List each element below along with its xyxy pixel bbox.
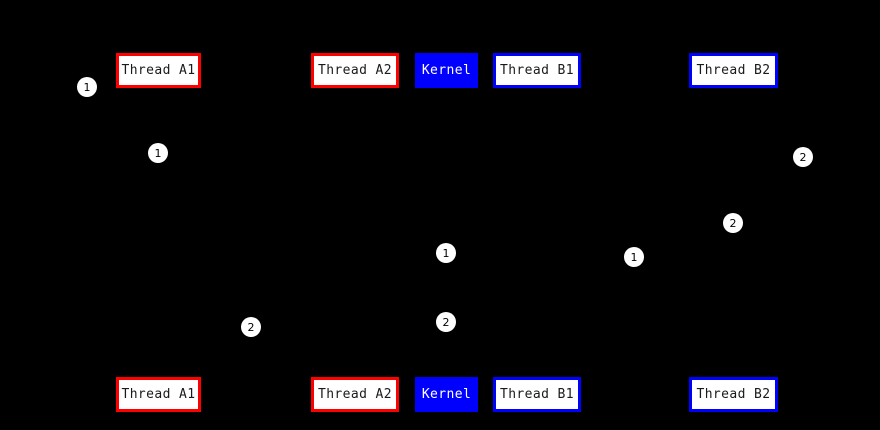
participant-thread-b1-top[interactable]: Thread B1: [493, 53, 581, 88]
lifeline-kernel: [446, 88, 447, 377]
lifeline-stub-kernel-top: [445, 88, 448, 92]
lifeline-thread-a2: [355, 88, 356, 377]
step-badge-1-left-top: 1: [77, 77, 97, 97]
step-number: 2: [799, 150, 807, 164]
participant-thread-a1-top[interactable]: Thread A1: [116, 53, 201, 88]
lifeline-stub-thread-b1-top: [536, 88, 539, 92]
lifeline-stub-thread-b2-bottom: [732, 373, 735, 377]
step-number: 2: [442, 315, 450, 329]
participant-label: Kernel: [421, 63, 472, 78]
step-number: 1: [442, 246, 450, 260]
step-badge-2-a1: 2: [241, 317, 261, 337]
participant-thread-b1-bottom[interactable]: Thread B1: [493, 377, 581, 412]
participant-thread-b2-bottom[interactable]: Thread B2: [689, 377, 778, 412]
lifeline-thread-b1: [537, 88, 538, 377]
lifeline-thread-a1: [158, 88, 159, 377]
participant-label: Thread A2: [317, 63, 393, 78]
lifeline-stub-thread-a2-top: [354, 88, 357, 92]
lifeline-stub-kernel-bottom: [445, 373, 448, 377]
participant-label: Thread B2: [696, 63, 771, 78]
lifeline-stub-thread-b2-top: [732, 88, 735, 92]
step-badge-1-a1-lower: 1: [148, 143, 168, 163]
participant-label: Thread A2: [317, 387, 393, 402]
lifeline-stub-thread-a1-top: [157, 88, 160, 92]
step-badge-2-a2: 2: [436, 312, 456, 332]
step-badge-1-b1: 1: [624, 247, 644, 267]
participant-label: Thread A1: [121, 63, 196, 78]
participant-label: Thread B2: [696, 387, 771, 402]
step-number: 2: [729, 216, 737, 230]
participant-thread-b2-top[interactable]: Thread B2: [689, 53, 778, 88]
lifeline-stub-thread-a1-bottom: [157, 373, 160, 377]
step-badge-1-kernel: 1: [436, 243, 456, 263]
participant-thread-a2-bottom[interactable]: Thread A2: [311, 377, 399, 412]
step-number: 1: [154, 146, 162, 160]
participant-label: Thread A1: [121, 387, 196, 402]
participant-thread-a1-bottom[interactable]: Thread A1: [116, 377, 201, 412]
lifeline-stub-thread-a2-bottom: [354, 373, 357, 377]
lifeline-stub-thread-b1-bottom: [536, 373, 539, 377]
step-badge-2-right-lower: 2: [723, 213, 743, 233]
participant-label: Thread B1: [499, 63, 575, 78]
participant-label: Kernel: [421, 387, 472, 402]
participant-label: Thread B1: [499, 387, 575, 402]
step-number: 1: [630, 250, 638, 264]
participant-kernel-bottom[interactable]: Kernel: [415, 377, 478, 412]
participant-kernel-top[interactable]: Kernel: [415, 53, 478, 88]
participant-thread-a2-top[interactable]: Thread A2: [311, 53, 399, 88]
step-number: 1: [83, 80, 91, 94]
step-badge-2-right-upper: 2: [793, 147, 813, 167]
step-number: 2: [247, 320, 255, 334]
